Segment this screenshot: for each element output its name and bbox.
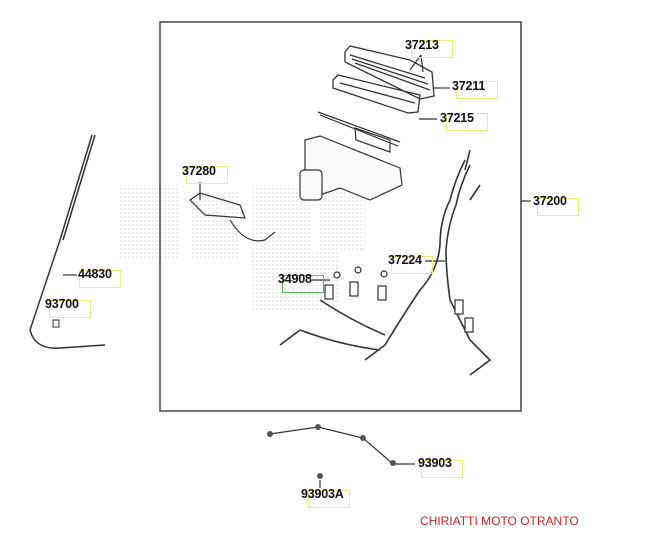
assembly-frame — [159, 21, 522, 412]
highlight-box — [446, 113, 488, 131]
part-label-37213[interactable]: 37213 — [405, 38, 439, 52]
part-label-93903[interactable]: 93903 — [418, 456, 452, 470]
part-label-37200[interactable]: 37200 — [533, 194, 567, 208]
bulb-sockets-34908 — [324, 266, 474, 333]
part-label-93700[interactable]: 93700 — [45, 297, 79, 311]
meter-cover-37211 — [332, 45, 435, 114]
highlight-box — [282, 275, 324, 293]
meter-light-37280 — [189, 192, 276, 242]
highlight-box — [537, 198, 579, 216]
dealer-credit: CHIRIATTI MOTO OTRANTO — [420, 514, 579, 528]
highlight-box — [49, 300, 91, 318]
screws-93903 — [267, 424, 396, 479]
speedometer-cable-44830 — [29, 134, 106, 349]
highlight-box — [411, 40, 453, 58]
part-label-93903A[interactable]: 93903A — [301, 487, 344, 501]
highlight-box — [391, 256, 433, 274]
lens-37215 — [317, 111, 401, 153]
highlight-box — [456, 81, 498, 99]
part-label-37215[interactable]: 37215 — [440, 111, 474, 125]
highlight-box — [79, 270, 121, 288]
part-label-37224[interactable]: 37224 — [388, 253, 422, 267]
part-label-37211[interactable]: 37211 — [452, 79, 486, 93]
screw-93700 — [52, 319, 60, 328]
part-label-34908[interactable]: 34908 — [278, 272, 312, 286]
highlight-box — [186, 166, 228, 184]
highlight-box — [308, 490, 350, 508]
part-label-37280[interactable]: 37280 — [182, 164, 216, 178]
part-label-44830[interactable]: 44830 — [78, 267, 112, 281]
wire-harness-37200 — [279, 149, 492, 376]
highlight-box — [421, 460, 463, 478]
meter-body — [299, 135, 403, 201]
